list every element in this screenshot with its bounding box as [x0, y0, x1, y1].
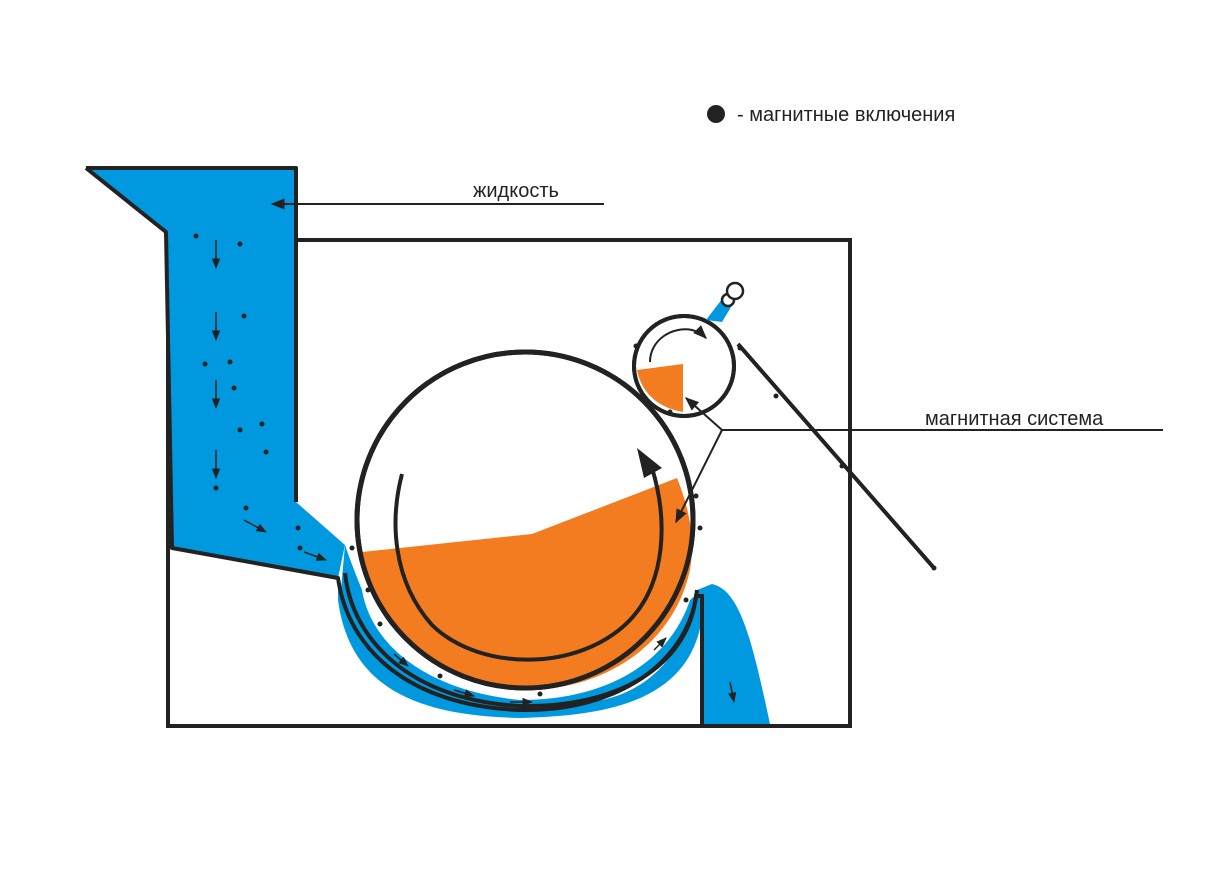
roller-magnet-sector [637, 364, 683, 412]
housing-box [166, 238, 852, 728]
trough-wall [343, 572, 704, 724]
magnetic-inclusion-legend-icon [707, 105, 725, 123]
liquid-flow-arrows [211, 240, 737, 707]
magnetic-inclusions [193, 233, 937, 697]
magnetic-system-pointer-roller [684, 397, 723, 431]
legend-label: - магнитные включения [737, 104, 955, 126]
magnetic-system-pointer-drum [675, 429, 723, 524]
liquid-label: жидкость [473, 180, 559, 202]
main-drum [354, 349, 696, 691]
liquid-trough [338, 578, 770, 724]
discharge-roller [632, 281, 745, 418]
liquid-inlet-channel [86, 168, 345, 578]
drum-rotation-arrow [393, 467, 664, 662]
discharge-chute [736, 342, 936, 570]
roller-rotation-arrow [649, 325, 707, 363]
magnetic-system-label: магнитная система [925, 408, 1104, 430]
drum-rotation-arrowhead [637, 448, 662, 478]
legend: - магнитные включения [707, 104, 955, 126]
scraper-ring-2 [725, 281, 745, 301]
